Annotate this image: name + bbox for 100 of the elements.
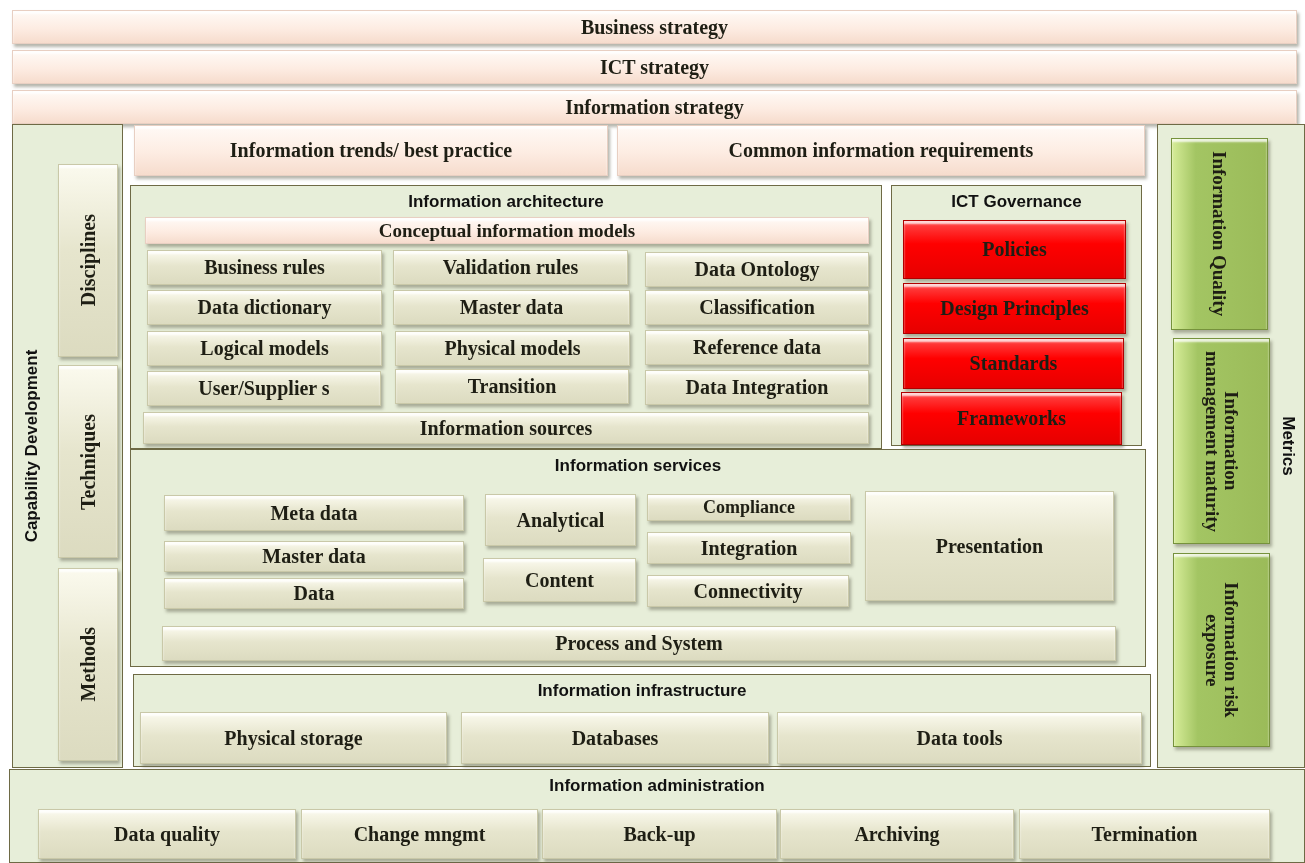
box-label: Back-up bbox=[623, 823, 696, 845]
box-label: Techniques bbox=[77, 413, 99, 510]
governance-box bbox=[903, 283, 1126, 334]
box-label: Analytical bbox=[516, 509, 605, 531]
metric-box bbox=[1173, 338, 1270, 544]
component-box bbox=[393, 250, 628, 285]
box-label: Business strategy bbox=[580, 16, 729, 38]
layer-panel bbox=[1157, 124, 1305, 768]
layer-panel bbox=[130, 449, 1146, 667]
component-box bbox=[483, 558, 636, 602]
layer-panel bbox=[130, 185, 882, 449]
box-label: Physical storage bbox=[224, 727, 363, 749]
layer-panel bbox=[9, 769, 1305, 863]
box-label: Physical models bbox=[444, 338, 581, 359]
layer-panel bbox=[12, 124, 123, 768]
component-box bbox=[58, 568, 118, 761]
layer-panel bbox=[891, 185, 1142, 446]
component-box bbox=[461, 712, 769, 764]
component-box bbox=[164, 495, 464, 531]
box-label: Information trends/ best practice bbox=[229, 140, 513, 161]
box-label: Methods bbox=[77, 627, 99, 702]
component-box bbox=[147, 250, 382, 285]
box-label: Data Integration bbox=[685, 377, 829, 398]
component-box bbox=[647, 575, 849, 607]
metric-box bbox=[1173, 553, 1270, 747]
box-label: Data quality bbox=[113, 823, 221, 845]
box-label: Process and System bbox=[555, 633, 723, 654]
strategy-bar bbox=[145, 217, 869, 244]
component-box bbox=[147, 371, 381, 406]
box-label: Archiving bbox=[854, 823, 940, 845]
governance-box bbox=[901, 392, 1122, 445]
component-box bbox=[1019, 809, 1270, 859]
panel-title: ICT Governance bbox=[951, 192, 1082, 212]
component-box bbox=[777, 712, 1142, 764]
box-label: Reference data bbox=[693, 337, 821, 358]
box-label: Information Quality bbox=[1209, 151, 1230, 317]
box-label: Change mngmt bbox=[353, 823, 486, 845]
panel-title: Information architecture bbox=[408, 192, 604, 212]
strategy-bar bbox=[617, 125, 1145, 176]
box-label: Databases bbox=[571, 727, 659, 749]
component-box bbox=[645, 252, 869, 287]
panel-title: Information services bbox=[554, 456, 722, 476]
box-label: Data bbox=[293, 583, 335, 604]
box-label: Content bbox=[525, 569, 594, 591]
governance-box bbox=[903, 338, 1124, 389]
box-label: Data Ontology bbox=[694, 259, 820, 280]
component-box bbox=[140, 712, 447, 764]
box-label: Master data bbox=[262, 546, 366, 567]
component-box bbox=[485, 494, 636, 546]
strategy-bar bbox=[134, 125, 608, 176]
box-label: Connectivity bbox=[693, 580, 803, 602]
box-label: ICT strategy bbox=[599, 56, 710, 78]
component-box bbox=[865, 491, 1114, 601]
box-label: Presentation bbox=[935, 535, 1044, 557]
component-box bbox=[143, 412, 869, 444]
panel-title: Capability Development bbox=[22, 349, 42, 543]
panel-title: Information infrastructure bbox=[537, 681, 747, 701]
box-label: Information sources bbox=[419, 417, 593, 439]
panel-title: Information administration bbox=[549, 776, 765, 796]
box-label: Master data bbox=[459, 297, 564, 318]
component-box bbox=[147, 290, 382, 325]
box-label: Design Principles bbox=[940, 298, 1089, 319]
component-box bbox=[647, 494, 851, 521]
component-box bbox=[395, 369, 629, 404]
strategy-bar bbox=[12, 90, 1297, 124]
component-box bbox=[58, 365, 118, 558]
component-box bbox=[164, 541, 464, 572]
component-box bbox=[301, 809, 538, 859]
box-label: Information strategy bbox=[565, 96, 744, 118]
box-label: Disciplines bbox=[77, 214, 99, 307]
box-label: Meta data bbox=[270, 502, 358, 524]
component-box bbox=[645, 290, 869, 325]
box-label: Policies bbox=[982, 239, 1047, 260]
component-box bbox=[645, 330, 869, 365]
box-label: Conceptual information models bbox=[378, 220, 636, 241]
panel-title: Metrics bbox=[1278, 416, 1298, 476]
component-box bbox=[58, 164, 118, 357]
component-box bbox=[38, 809, 296, 859]
box-label: Transition bbox=[467, 376, 557, 397]
box-label: Data dictionary bbox=[197, 297, 332, 318]
box-label: Classification bbox=[699, 297, 815, 318]
box-label: Termination bbox=[1091, 823, 1198, 845]
box-label: Integration bbox=[700, 537, 798, 559]
metric-box bbox=[1171, 138, 1268, 330]
strategy-bar bbox=[12, 10, 1297, 44]
box-label: Logical models bbox=[200, 338, 329, 359]
governance-box bbox=[903, 220, 1126, 279]
component-box bbox=[162, 626, 1116, 661]
layer-panel bbox=[133, 674, 1151, 767]
component-box bbox=[164, 578, 464, 609]
component-box bbox=[645, 370, 869, 405]
component-box bbox=[395, 331, 630, 366]
box-label: User/Supplier s bbox=[198, 378, 330, 399]
box-label: Compliance bbox=[703, 498, 795, 517]
box-label: Standards bbox=[969, 353, 1058, 374]
box-label: Data tools bbox=[916, 727, 1003, 749]
component-box bbox=[147, 331, 382, 366]
box-label: Validation rules bbox=[442, 257, 579, 278]
box-label: Business rules bbox=[204, 257, 325, 278]
component-box bbox=[542, 809, 777, 859]
